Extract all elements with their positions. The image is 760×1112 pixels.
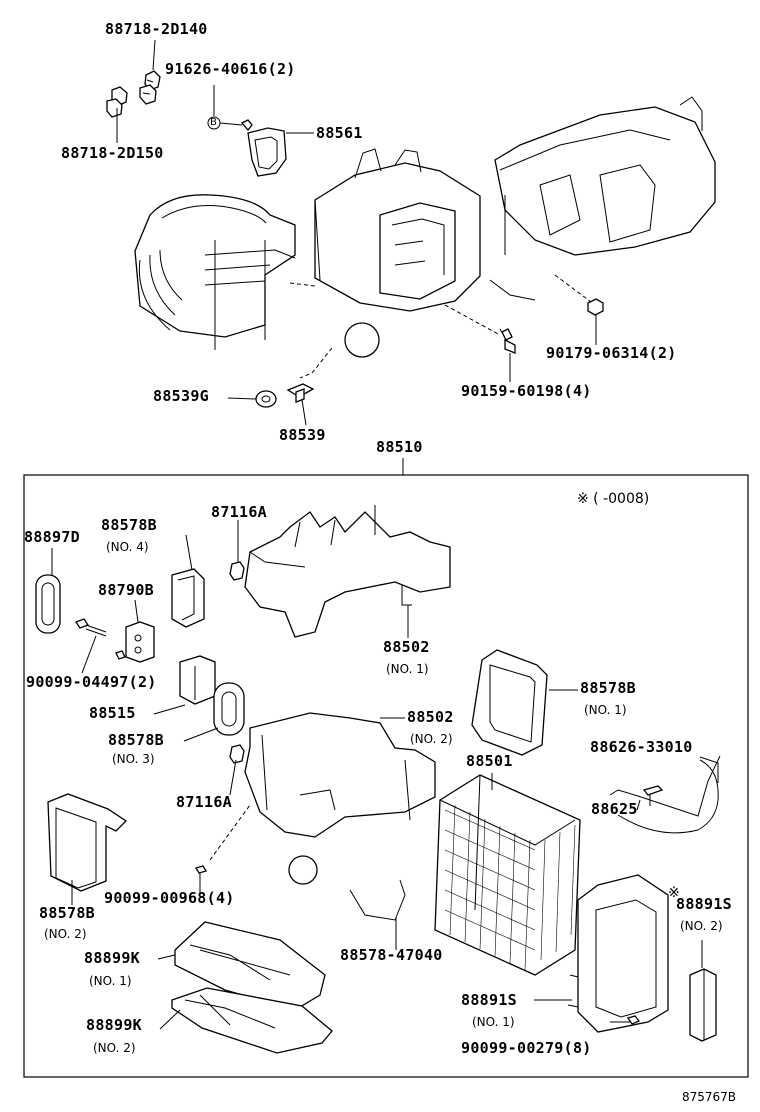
label-88578b-no1: 88578B <box>580 679 636 697</box>
seal-88578b-no2 <box>47 793 128 892</box>
label-87116a-mid: 87116A <box>176 793 232 811</box>
label-88891s-no2: 88891S <box>676 895 732 913</box>
sub-88891s-no1: (NO. 1) <box>472 1015 515 1029</box>
pin-88539 <box>286 383 315 403</box>
clip-88718-2d150 <box>106 86 128 118</box>
cover-88899k-no1 <box>174 921 326 1011</box>
label-88501: 88501 <box>466 752 513 770</box>
clip-87116a-top <box>229 561 245 581</box>
sub-88502-no2: (NO. 2) <box>410 732 453 746</box>
sub-88899k-no2: (NO. 2) <box>93 1041 136 1055</box>
label-90159-60198: 90159-60198(4) <box>461 382 592 400</box>
label-91626-40616: 91626-40616(2) <box>165 60 296 78</box>
label-90099-04497: 90099-04497(2) <box>26 673 157 691</box>
clip-88718-2d140 <box>139 70 161 105</box>
nut-90179 <box>587 298 604 316</box>
label-90179-06314: 90179-06314(2) <box>546 344 677 362</box>
label-88899k-no2: 88899K <box>86 1016 142 1034</box>
heater-housing <box>489 96 716 301</box>
bolt-90159 <box>499 328 516 354</box>
case-88502-no1 <box>244 505 451 638</box>
screw-90099-00968 <box>195 865 207 885</box>
label-88790b: 88790B <box>98 581 154 599</box>
bracket-88578-47040 <box>349 879 406 921</box>
servo-88891s-no1 <box>567 874 669 1033</box>
sub-88891s-no2: (NO. 2) <box>680 919 723 933</box>
case-88502-no2 <box>244 712 436 885</box>
seal-88578b-no1 <box>471 649 548 756</box>
sub-88578b-no1: (NO. 1) <box>584 703 627 717</box>
assembly-box <box>23 474 749 1078</box>
sub-88578b-no2: (NO. 2) <box>44 927 87 941</box>
figure-id: 875767B <box>682 1090 737 1104</box>
label-88502-no1: 88502 <box>383 638 430 656</box>
grommet-88539g <box>255 390 277 408</box>
label-88578b-no4: 88578B <box>101 516 157 534</box>
servo-88515 <box>179 655 216 705</box>
label-88515: 88515 <box>89 704 136 722</box>
cover-88899k-no2 <box>171 987 333 1054</box>
label-90099-00968: 90099-00968(4) <box>104 889 235 907</box>
mark-88891s-no2: ※ <box>668 885 680 901</box>
label-88578-47040: 88578-47040 <box>340 946 443 964</box>
connector-88790b <box>125 621 155 663</box>
label-88510: 88510 <box>376 438 423 456</box>
label-90099-00279: 90099-00279(8) <box>461 1039 592 1057</box>
sub-88502-no1: (NO. 1) <box>386 662 429 676</box>
screw-90099-04497 <box>75 618 126 660</box>
servo-88891s-no2 <box>689 968 717 1042</box>
label-88718-2d140: 88718-2D140 <box>105 20 208 38</box>
cooling-unit-housing <box>314 148 481 358</box>
gasket-88897d <box>35 574 61 634</box>
date-note: ※ ( -0008) <box>577 491 650 507</box>
seal-88578b-no3 <box>213 682 245 736</box>
label-88578b-no2: 88578B <box>39 904 95 922</box>
label-88625: 88625 <box>591 800 638 818</box>
label-88539: 88539 <box>279 426 326 444</box>
bracket-88561 <box>240 119 287 177</box>
label-88578b-no3: 88578B <box>108 731 164 749</box>
label-88718-2d150: 88718-2D150 <box>61 144 164 162</box>
seal-88578b-no4 <box>171 568 205 628</box>
thermistor-88625 <box>609 755 721 834</box>
label-88891s-no1: 88891S <box>461 991 517 1009</box>
label-88897d: 88897D <box>24 528 80 546</box>
label-88899k-no1: 88899K <box>84 949 140 967</box>
sub-88578b-no3: (NO. 3) <box>112 752 155 766</box>
clip-87116a-mid <box>229 744 245 764</box>
circle-b-marker: B <box>210 117 217 128</box>
label-88626-33010: 88626-33010 <box>590 738 693 756</box>
label-88561: 88561 <box>316 124 363 142</box>
label-87116a-top: 87116A <box>211 503 267 521</box>
evaporator-88501 <box>434 774 581 976</box>
sub-88578b-no4: (NO. 4) <box>106 540 149 554</box>
label-88502-no2: 88502 <box>407 708 454 726</box>
label-88539g: 88539G <box>153 387 209 405</box>
screw-90099-00279 <box>610 1015 641 1025</box>
sub-88899k-no1: (NO. 1) <box>89 974 132 988</box>
blower-unit <box>134 194 296 350</box>
